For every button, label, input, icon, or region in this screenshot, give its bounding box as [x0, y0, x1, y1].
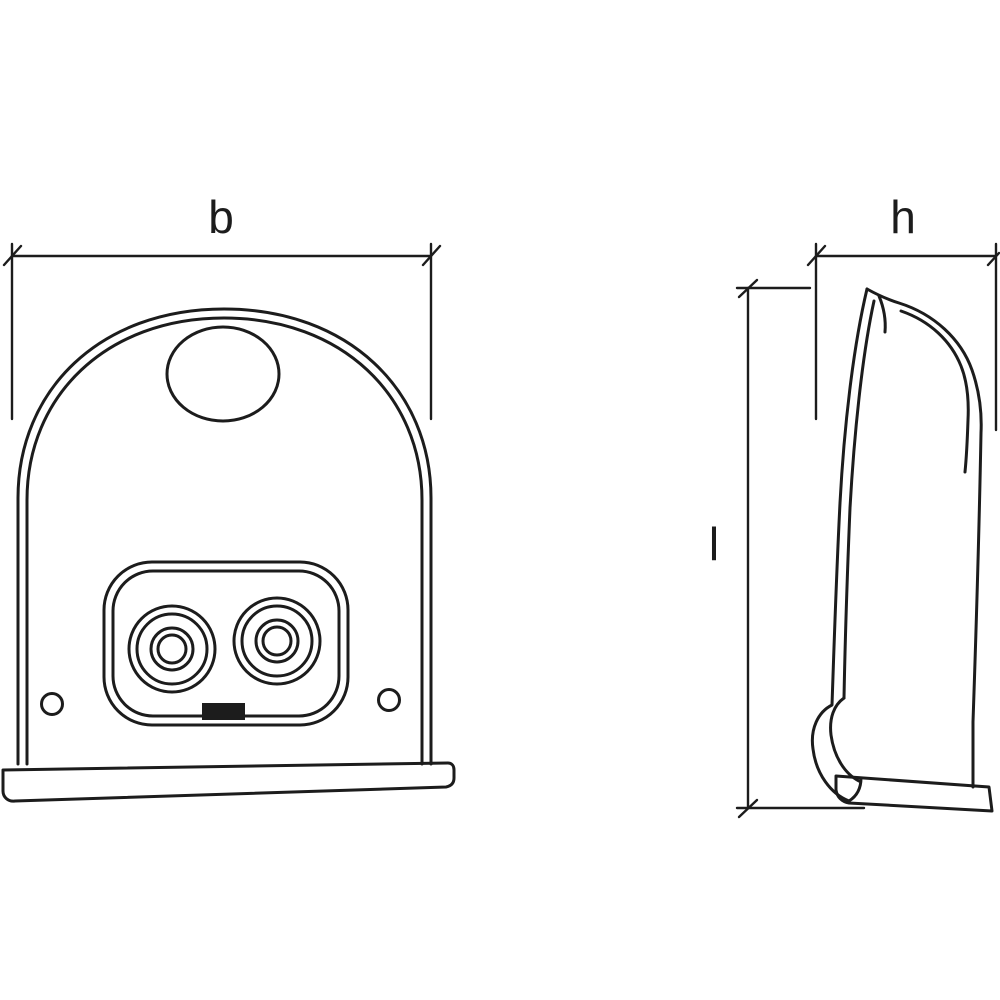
dimension-h: h	[806, 191, 1000, 432]
right-socket	[232, 596, 322, 686]
dimension-b-label: b	[208, 191, 234, 243]
dimension-l-tick-bottom	[737, 798, 759, 819]
left-socket-outer-ring	[127, 604, 217, 694]
dimension-h-label: h	[890, 191, 916, 243]
mounting-hole-left	[40, 692, 64, 716]
front-view	[1, 307, 456, 803]
side-inner-hook	[829, 696, 861, 783]
side-peak-detail	[877, 294, 887, 334]
left-socket-mid-ring	[135, 612, 209, 686]
dimension-l-label: l	[709, 518, 719, 570]
right-socket-inner-ring	[254, 618, 300, 664]
right-socket-outer-ring	[232, 596, 322, 686]
front-outline-inner	[25, 316, 424, 766]
mounting-hole-right	[377, 688, 401, 712]
connector-tab	[202, 703, 245, 720]
dimension-h-tick-right	[986, 251, 1000, 267]
socket-panel-outer	[102, 560, 350, 727]
front-outline-outer	[16, 307, 433, 766]
side-inner-left	[842, 299, 876, 700]
side-view	[810, 287, 994, 813]
dimension-b-tick-right	[421, 244, 442, 267]
dimension-b: b	[2, 191, 442, 421]
dimension-l: l	[709, 278, 866, 819]
base-plate	[1, 761, 456, 803]
top-opening-circle	[165, 325, 281, 423]
side-outline-right	[865, 287, 983, 789]
dimension-b-tick-left	[2, 244, 23, 267]
side-inner-bump	[899, 309, 970, 474]
side-base-plate	[834, 774, 994, 813]
dimension-l-tick-top	[737, 278, 759, 299]
left-socket-inner-ring	[149, 626, 195, 672]
side-outline-left	[810, 287, 869, 803]
dimension-h-tick-left	[806, 244, 827, 267]
left-socket	[127, 604, 217, 694]
left-socket-core	[156, 633, 188, 665]
side-hook-tip	[847, 776, 863, 803]
right-socket-core	[261, 625, 293, 657]
right-socket-mid-ring	[240, 604, 314, 678]
socket-panel-inner	[111, 569, 341, 718]
